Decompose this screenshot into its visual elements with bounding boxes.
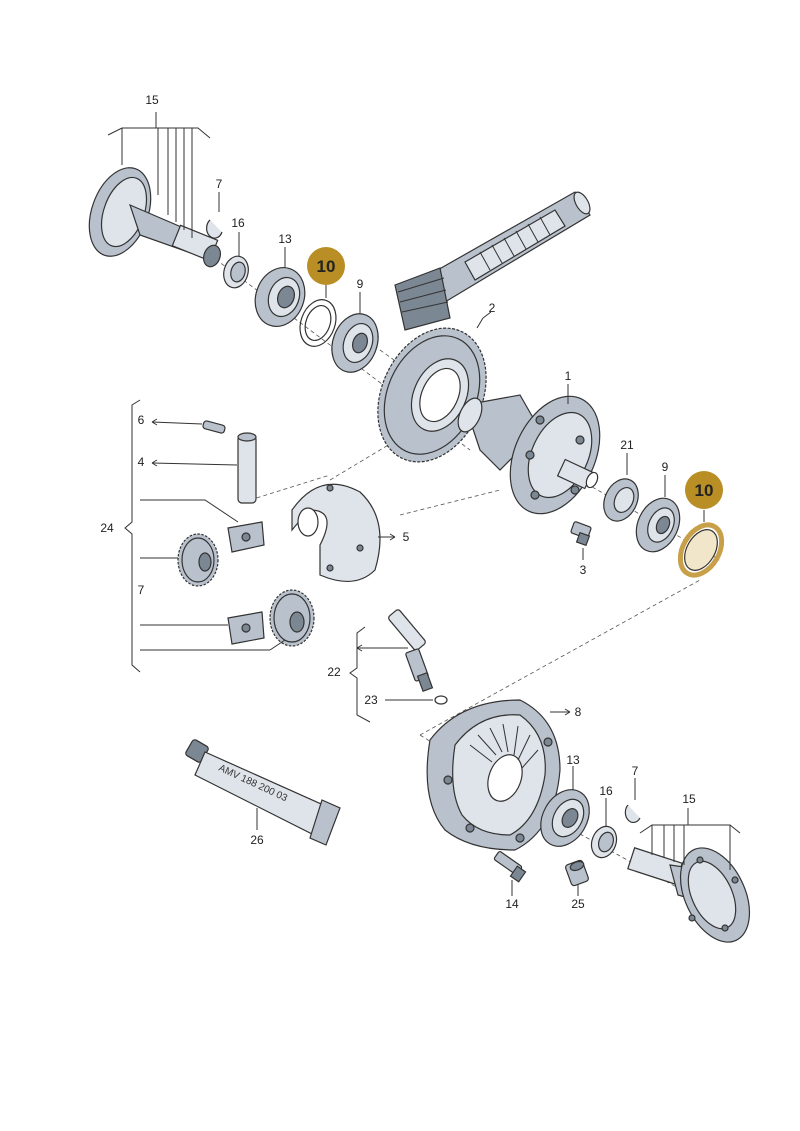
label-21: 21 (620, 438, 634, 452)
label-22: 22 (327, 665, 341, 679)
label-7-top: 7 (216, 177, 223, 191)
part-sleeve-top (223, 232, 249, 289)
part-bevel-gear-small-top (140, 499, 265, 553)
label-5: 5 (403, 530, 410, 544)
part-side-gear-bottom (140, 589, 315, 651)
part-sleeve-25 (565, 859, 589, 896)
part-bevel-gear-small-bottom (140, 611, 265, 645)
part-ring-21 (603, 453, 639, 522)
callout-10-right: 10 (685, 471, 723, 509)
label-24: 24 (100, 521, 114, 535)
label-9-top: 9 (357, 277, 364, 291)
part-oring-23 (385, 695, 448, 705)
label-8: 8 (575, 705, 582, 719)
part-side-gear-left (140, 533, 219, 587)
part-pinion-shaft (394, 191, 591, 331)
label-16-bottom: 16 (599, 784, 613, 798)
label-13-bottom: 13 (566, 753, 580, 767)
part-seal-bottom (540, 766, 590, 847)
part-pin-6 (151, 418, 226, 434)
label-16-top: 16 (231, 216, 245, 230)
label-13-top: 13 (278, 232, 292, 246)
label-23: 23 (364, 693, 378, 707)
part-shim-top (299, 284, 337, 347)
label-4: 4 (138, 455, 145, 469)
label-15-top: 15 (145, 93, 159, 107)
part-cover-8 (426, 699, 571, 851)
part-flange-shaft-bottom (627, 847, 751, 943)
part-circlip-bottom (624, 778, 641, 824)
callout-10-top-text: 10 (317, 257, 336, 276)
part-sensor-22 (388, 609, 434, 692)
label-25: 25 (571, 897, 585, 911)
part-shaft-4 (151, 432, 257, 504)
label-2: 2 (489, 301, 496, 315)
part-diff-housing (457, 384, 601, 515)
part-flange-shaft-top (88, 167, 222, 268)
leader-15b (639, 808, 741, 870)
label-14: 14 (505, 897, 519, 911)
label-6: 6 (138, 413, 145, 427)
part-bolt-14 (493, 851, 527, 896)
brace-24 (124, 399, 141, 673)
label-7-left: 7 (138, 583, 145, 597)
label-26: 26 (250, 833, 264, 847)
part-circlip-top (206, 192, 223, 239)
part-bolt-3 (570, 521, 592, 560)
part-bearing-top (331, 292, 379, 373)
part-grease-tube-26: AMV 188 200 03 (185, 739, 341, 846)
label-9-right: 9 (662, 460, 669, 474)
label-7-bottom: 7 (632, 764, 639, 778)
part-bearing-right (635, 475, 681, 553)
part-sleeve-bottom (590, 798, 618, 859)
label-3: 3 (580, 563, 587, 577)
label-15-bottom: 15 (682, 792, 696, 806)
part-seal-top (254, 247, 306, 327)
label-1: 1 (565, 369, 572, 383)
callout-10-right-text: 10 (695, 481, 714, 500)
callout-10-top: 10 (307, 247, 345, 285)
leader-15a (107, 112, 211, 238)
part-shim-right (677, 510, 725, 578)
part-cage-5 (291, 483, 396, 582)
brace-22 (349, 626, 408, 723)
